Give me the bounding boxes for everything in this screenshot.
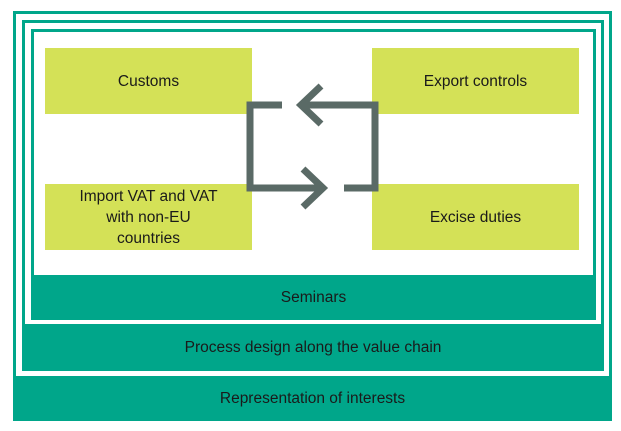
topic-customs: Customs	[45, 48, 252, 114]
arrowhead-right	[300, 166, 329, 210]
topic-import-vat: Import VAT and VAT with non-EU countries	[45, 184, 252, 250]
topic-excise-duties: Excise duties	[372, 184, 579, 250]
topic-customs-label: Customs	[117, 72, 180, 90]
process-design-band: Process design along the value chain	[22, 324, 604, 371]
topic-export-controls: Export controls	[372, 48, 579, 114]
arrowhead-left	[295, 83, 324, 127]
process-design-label: Process design along the value chain	[184, 338, 442, 356]
cycle-right-path	[301, 101, 379, 192]
cycle-left-path	[246, 101, 324, 192]
topic-import-vat-label: Import VAT and VAT with non-EU countries	[79, 187, 218, 247]
topic-export-controls-label: Export controls	[423, 72, 528, 90]
seminars-band: Seminars	[31, 275, 596, 320]
representation-of-interests-band: Representation of interests	[13, 376, 612, 421]
representation-of-interests-label: Representation of interests	[219, 389, 406, 407]
topic-excise-duties-label: Excise duties	[429, 208, 522, 226]
seminars-label: Seminars	[280, 288, 347, 306]
